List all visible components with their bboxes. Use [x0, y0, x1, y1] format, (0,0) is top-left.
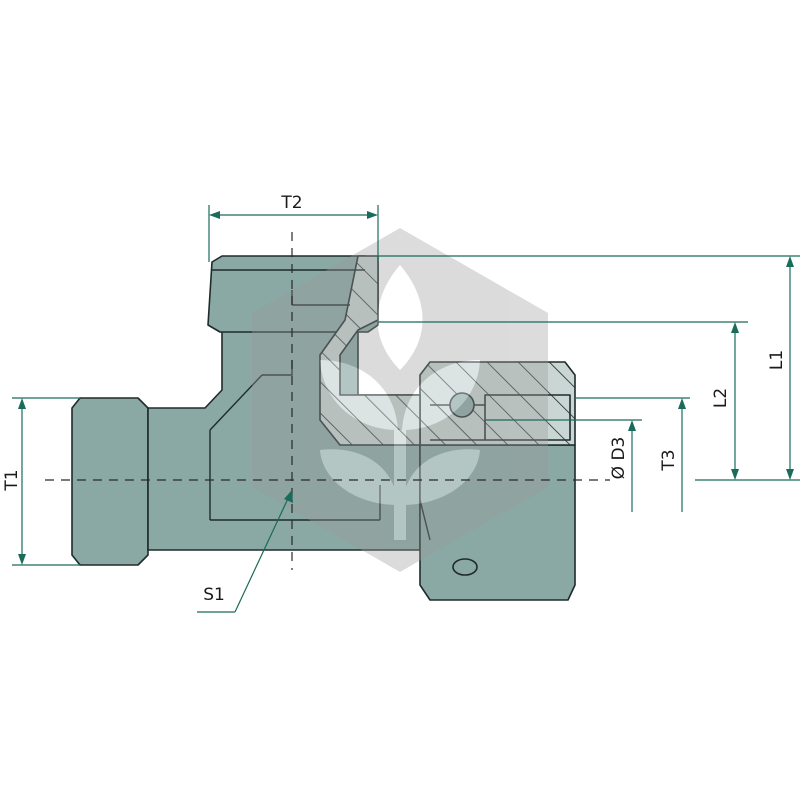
tee-main-body [147, 329, 421, 551]
d3-label: Ø D3 [609, 437, 629, 480]
s1-label: S1 [203, 585, 225, 605]
leaf-logo-icon [252, 228, 548, 572]
fitting-body [71, 255, 576, 601]
l2-label: L2 [711, 388, 731, 408]
tee-body-section [319, 255, 421, 446]
top-nut [207, 255, 379, 333]
o-ring [449, 392, 475, 418]
dimension-lines [12, 205, 800, 613]
t3-label: T3 [659, 449, 679, 471]
cutting-ring-section [484, 394, 571, 441]
l1-label: L1 [767, 350, 787, 370]
t1-label: T1 [2, 469, 22, 491]
left-collar [71, 397, 149, 566]
t2-label: T2 [280, 193, 302, 213]
nut-slot [452, 558, 478, 576]
dimension-arrows [18, 211, 794, 565]
centerlines [45, 232, 610, 570]
inner-contours [209, 269, 485, 541]
